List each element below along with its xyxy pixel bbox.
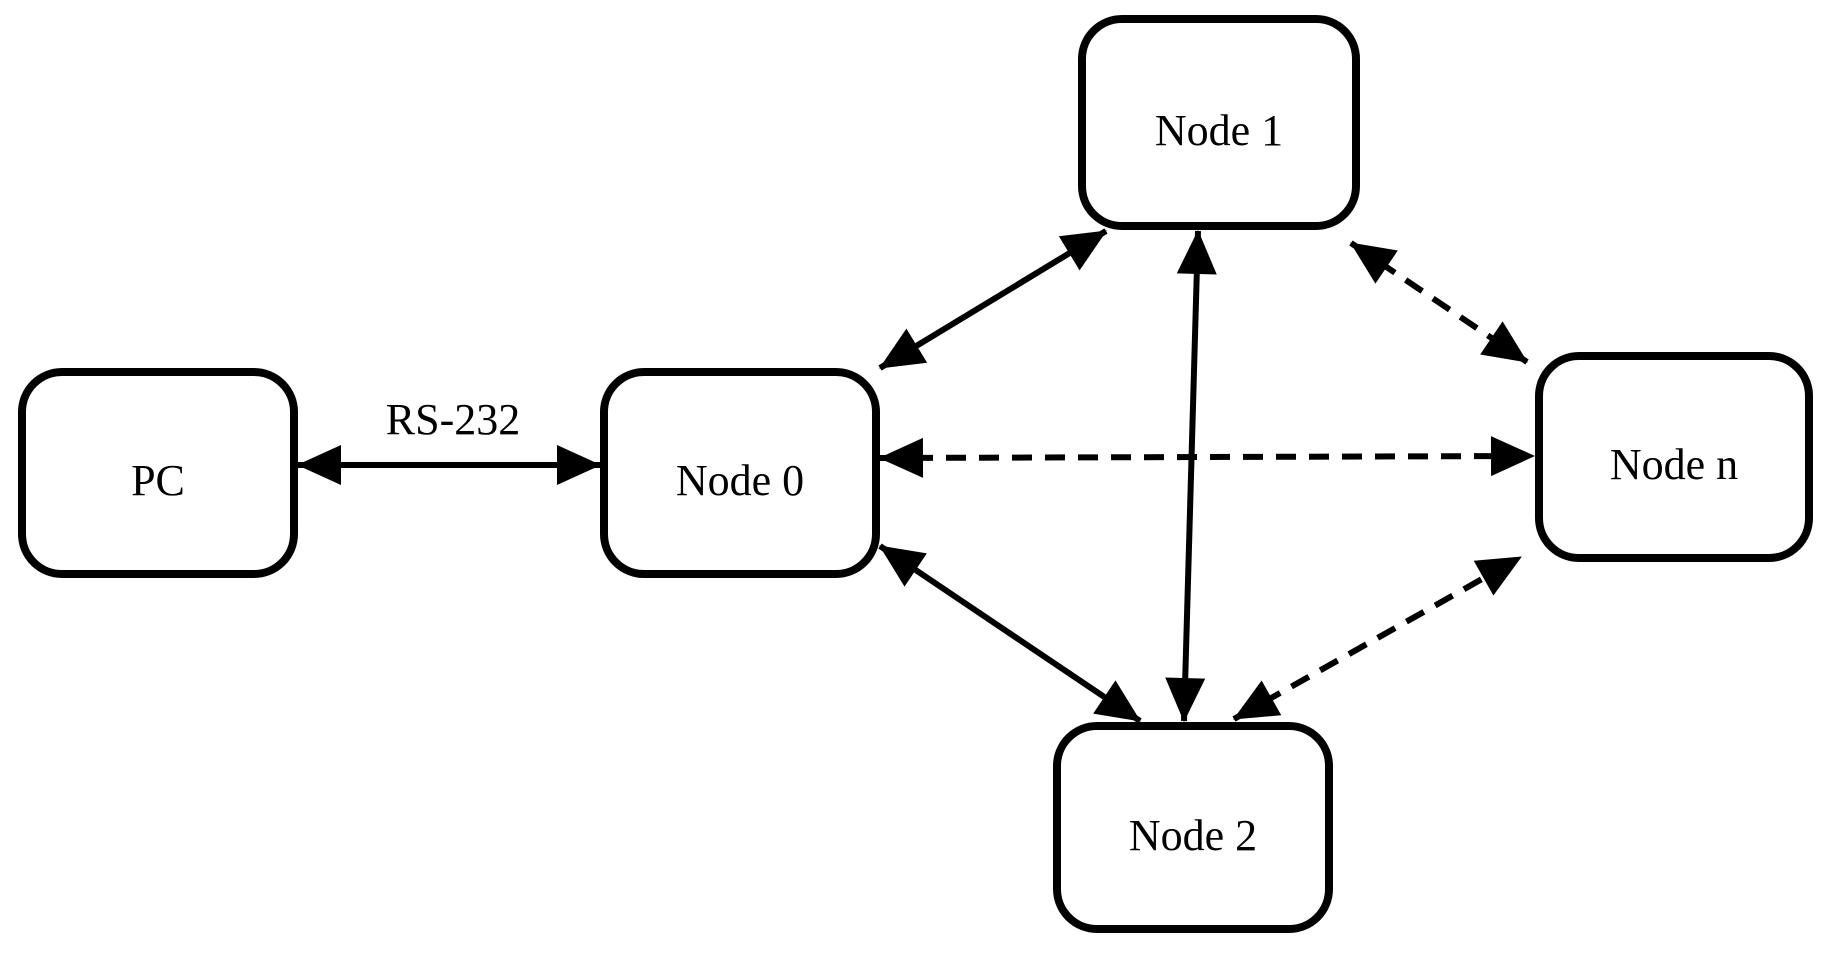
node-1: Node 1: [1078, 15, 1360, 230]
node-n: Node n: [1535, 352, 1813, 562]
edge-node0-node1: [878, 228, 1108, 371]
edge-node0-noden: [879, 436, 1535, 478]
node-2: Node 2: [1053, 722, 1333, 933]
node-pc: PC: [18, 368, 298, 578]
edge-node0-node2: [878, 543, 1142, 724]
node-0-label: Node 0: [675, 456, 805, 505]
edge-node1-noden: [1349, 240, 1529, 365]
edge-node1-node2: [1165, 230, 1217, 722]
node-n-label: Node n: [1609, 440, 1739, 489]
node-pc-label: PC: [131, 456, 185, 505]
node-2-label: Node 2: [1128, 810, 1258, 860]
node-0: Node 0: [600, 368, 880, 578]
edge-node2-noden: [1232, 554, 1523, 722]
rs232-link-label: RS-232: [385, 395, 521, 444]
node-1-label: Node 1: [1154, 105, 1284, 155]
